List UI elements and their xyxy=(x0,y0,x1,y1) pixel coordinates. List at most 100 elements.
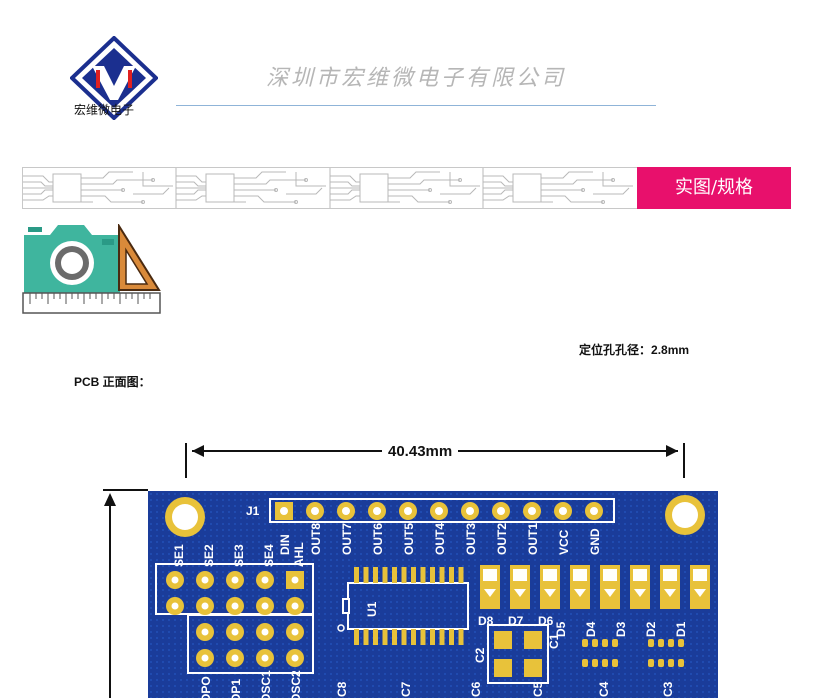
pin-label-out7: OUT7 xyxy=(340,523,354,555)
jumper-label-se3: SE3 xyxy=(232,544,246,567)
ic-pin xyxy=(401,567,407,583)
ic-pin xyxy=(363,567,369,583)
ic-pin xyxy=(401,629,407,645)
jumper-pad-hole xyxy=(201,576,209,584)
ic-pin xyxy=(420,629,426,645)
led-polarity-mark xyxy=(604,589,616,597)
resistor-pad xyxy=(592,639,598,647)
capacitor-pad xyxy=(524,659,542,677)
led-polarity-mark xyxy=(514,589,526,597)
cap-label-c4: C4 xyxy=(597,681,611,697)
header-pad xyxy=(280,507,288,515)
cap-label-c7: C7 xyxy=(399,681,413,697)
ic-pin xyxy=(411,629,416,645)
pin-label-out6: OUT6 xyxy=(371,523,385,555)
jumper-pad-hole xyxy=(171,576,179,584)
jumper-pad-hole xyxy=(261,576,269,584)
ic-pin xyxy=(430,629,435,645)
set-square-icon xyxy=(118,224,161,291)
header-pad-hole xyxy=(373,507,381,515)
jumper-pad-hole xyxy=(261,654,269,662)
logo-caption: 宏维微电子 xyxy=(74,103,135,117)
cap-label-c3: C3 xyxy=(661,681,675,697)
ic-pin xyxy=(430,567,435,583)
led-pad-window xyxy=(633,569,647,581)
circuit-pattern xyxy=(23,168,634,208)
pin-label-out4: OUT4 xyxy=(433,523,447,555)
jumper-pad-hole xyxy=(231,576,239,584)
banner-title: 实图/规格 xyxy=(637,167,791,209)
ic-pin xyxy=(373,629,378,645)
led-polarity-mark xyxy=(694,589,706,597)
resistor-pad xyxy=(602,639,608,647)
hole-diameter-value: 2.8mm xyxy=(651,343,690,357)
led-label-d1: D1 xyxy=(674,621,688,637)
led-label-d7: D7 xyxy=(508,614,524,628)
ic-pin xyxy=(411,567,416,583)
resistor-pad xyxy=(582,659,588,667)
ic-pin xyxy=(382,629,388,645)
jumper-label-osc2: OSC2 xyxy=(289,670,303,698)
resistor-pad xyxy=(668,639,674,647)
jumper-pad-hole xyxy=(291,576,299,584)
ic-pin xyxy=(420,567,426,583)
jumper-label-op1: OP1 xyxy=(229,679,243,698)
ic-pin xyxy=(363,629,369,645)
jumper-pad-hole xyxy=(231,654,239,662)
led-pad-window xyxy=(663,569,677,581)
capacitor-pad xyxy=(494,631,512,649)
cap-label-c1: C1 xyxy=(547,633,561,649)
resistor-pad xyxy=(648,639,654,647)
jumper-label-se2: SE2 xyxy=(202,544,216,567)
resistor-pad xyxy=(658,659,664,667)
pin-label-out1: OUT1 xyxy=(526,523,540,555)
ic-pin xyxy=(392,629,397,645)
ic-label: U1 xyxy=(365,601,379,617)
ic-pin xyxy=(354,629,359,645)
jumper-pad-hole xyxy=(291,628,299,636)
led-polarity-mark xyxy=(664,589,676,597)
resistor-pad xyxy=(658,639,664,647)
header-pad-hole xyxy=(590,507,598,515)
header-pad-hole xyxy=(342,507,350,515)
pin-label-out3: OUT3 xyxy=(464,523,478,555)
resistor-pad xyxy=(678,659,684,667)
cap-label-c2: C2 xyxy=(473,647,487,663)
led-polarity-mark xyxy=(574,589,586,597)
jumper-pad-hole xyxy=(291,654,299,662)
ic-pin xyxy=(382,567,388,583)
ic-pin xyxy=(439,629,445,645)
resistor-pad xyxy=(612,639,618,647)
hole-diameter-label: 定位孔孔径： xyxy=(579,343,652,357)
header-pad-hole xyxy=(528,507,536,515)
ic-pin xyxy=(449,567,454,583)
capacitor-pad xyxy=(524,631,542,649)
resistor-pad xyxy=(582,639,588,647)
company-name: 深圳市宏维微电子有限公司 xyxy=(266,66,567,91)
led-label-d2: D2 xyxy=(644,621,658,637)
jumper-label-se4: SE4 xyxy=(262,544,276,567)
jumper-pad-hole xyxy=(261,628,269,636)
ic-pin xyxy=(392,567,397,583)
header-divider xyxy=(176,105,656,106)
jumper-label-opo: OPO xyxy=(199,676,213,698)
ruler-icon xyxy=(22,292,161,314)
header-pad-hole xyxy=(497,507,505,515)
led-polarity-mark xyxy=(544,589,556,597)
header-pad-hole xyxy=(466,507,474,515)
jumper-pad-hole xyxy=(231,602,239,610)
jumper-label-osc1: OSC1 xyxy=(259,670,273,698)
ic-pin xyxy=(458,629,464,645)
header-pad-hole xyxy=(435,507,443,515)
pin-label-out8: OUT8 xyxy=(309,523,323,555)
pin-label-din: DIN xyxy=(278,534,292,555)
header-pad-hole xyxy=(404,507,412,515)
ic-pin xyxy=(373,567,378,583)
led-label-d8: D8 xyxy=(478,614,494,628)
led-label-d6: D6 xyxy=(538,614,554,628)
resistor-pad xyxy=(602,659,608,667)
jumper-pad-hole xyxy=(261,602,269,610)
resistor-pad xyxy=(678,639,684,647)
resistor-pad xyxy=(648,659,654,667)
ic-pin xyxy=(354,567,359,583)
